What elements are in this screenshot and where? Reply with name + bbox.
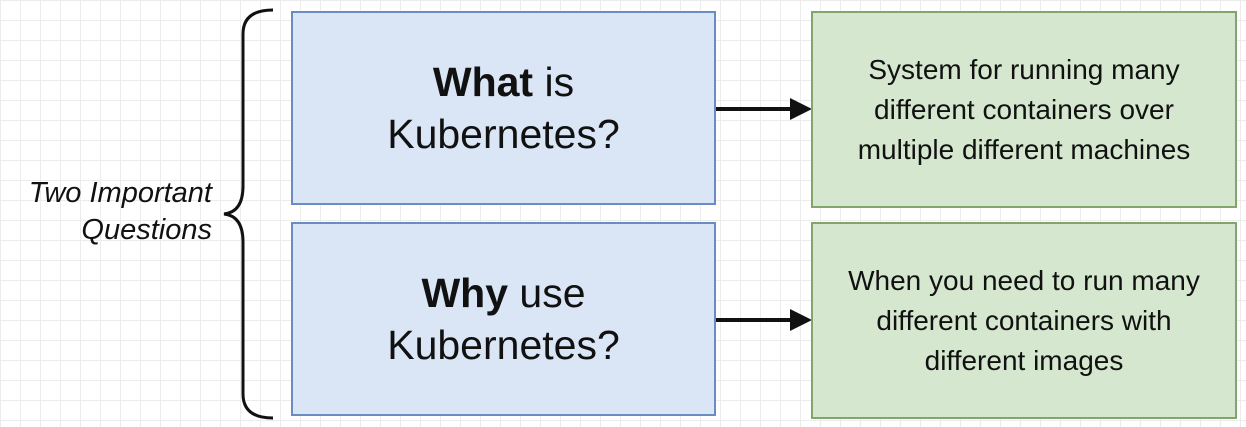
question-line-2: Kubernetes? xyxy=(387,111,620,157)
answer-line: different containers with xyxy=(876,304,1172,336)
answer-box-what: System for running many different contai… xyxy=(811,11,1237,208)
answer-box-why: When you need to run many different cont… xyxy=(811,222,1237,419)
side-label-line-1: Two Important xyxy=(28,177,212,209)
question-keyword: What xyxy=(432,59,534,105)
question-line-1: What is xyxy=(433,56,574,108)
question-keyword: Why xyxy=(421,270,509,316)
answer-line: When you need to run many xyxy=(848,264,1200,296)
arrow-right-icon xyxy=(716,98,812,120)
side-label: Two Important Questions xyxy=(0,175,212,249)
question-box-what: What is Kubernetes? xyxy=(291,11,716,205)
answer-line: different containers over xyxy=(874,93,1174,125)
side-label-line-2: Questions xyxy=(81,214,212,246)
answer-line: different images xyxy=(924,344,1124,376)
question-line-1: Why use xyxy=(421,267,585,319)
question-line-2: Kubernetes? xyxy=(387,322,620,368)
question-rest: use xyxy=(508,270,586,316)
answer-line: System for running many xyxy=(868,53,1180,85)
arrow-right-icon xyxy=(716,309,812,331)
answer-line: multiple different machines xyxy=(857,133,1191,165)
curly-brace xyxy=(223,8,274,420)
question-rest: is xyxy=(533,59,575,105)
question-box-why: Why use Kubernetes? xyxy=(291,222,716,416)
